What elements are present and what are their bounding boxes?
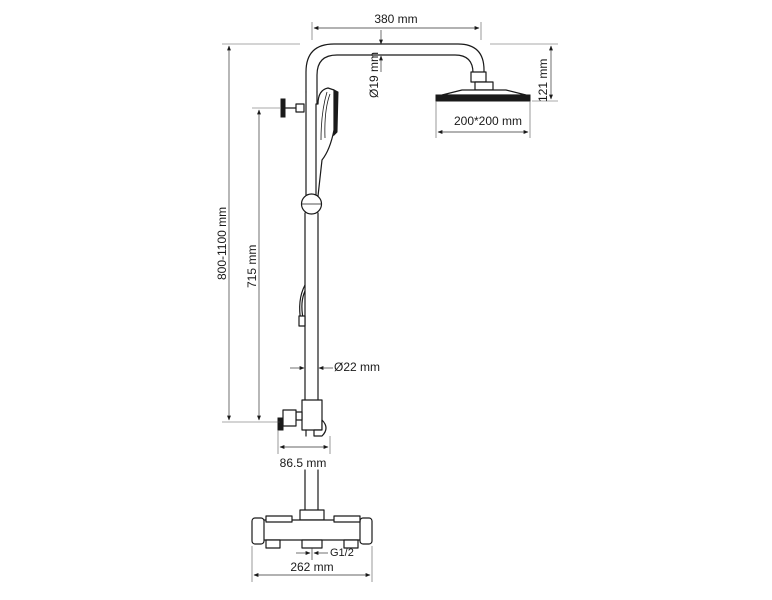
dimension-lines [222,22,558,582]
diverter-block [277,399,327,437]
thermostatic-mixer [251,509,373,549]
dimension-labels: 380 mm Ø19 mm 121 mm 200*200 mm 800-1100… [215,12,550,574]
wall-bracket-bottom [277,417,284,431]
hand-shower [315,87,339,197]
rail-height-label: 715 mm [245,245,259,288]
slider-bracket [300,193,323,215]
wall-bracket-top [280,98,286,118]
mixer-left-handle [251,517,265,545]
hand-shower-face [333,89,339,137]
head-size-label: 200*200 mm [454,114,522,128]
pipe-diameter-label: Ø22 mm [334,360,380,374]
mixer-width-label: 262 mm [290,560,333,574]
arm-length-label: 380 mm [374,12,417,26]
head-height-label: 121 mm [536,59,550,102]
hand-shower-holder [280,98,305,118]
shower-hose [298,284,306,327]
rail-height-range-label: 800-1100 mm [215,207,229,280]
shower-assembly [251,43,531,549]
arm-connector [470,71,487,83]
overhead-arm [305,43,487,93]
wall-offset-label: 86.5 mm [280,456,327,470]
arm-diameter-label: Ø19 mm [367,52,381,98]
connection-thread-label: G1/2 [330,547,354,559]
rain-head-plate [435,94,531,102]
mixer-right-handle [359,517,373,545]
rain-shower-head [435,81,531,102]
lower-pipe [304,469,319,513]
